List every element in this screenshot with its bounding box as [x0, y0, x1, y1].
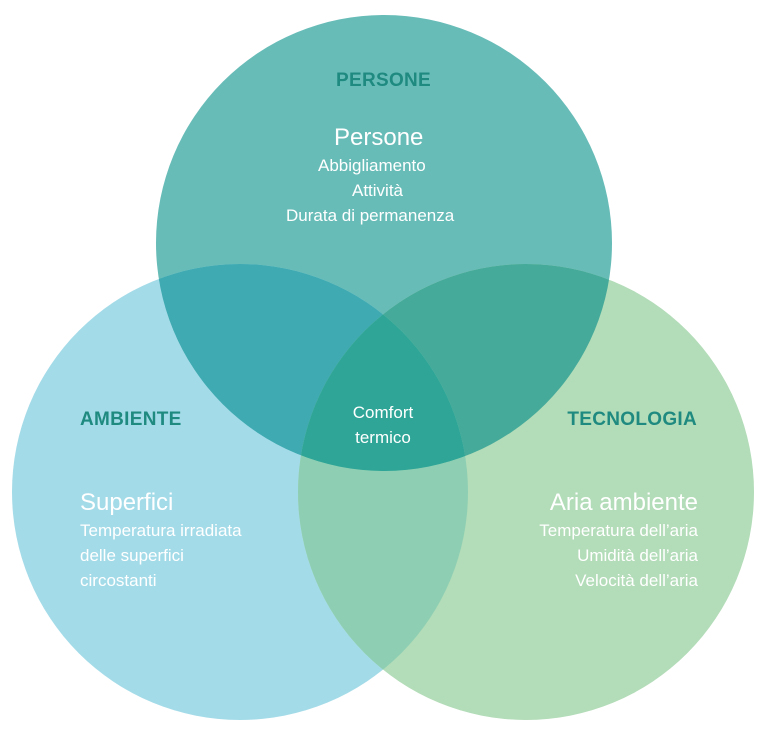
persone-item-1: Abbigliamento: [318, 156, 426, 175]
center-label-line1: Comfort: [352, 403, 414, 422]
center-label: Comfort termico: [323, 400, 443, 450]
tecnologia-heading: Aria ambiente: [549, 489, 698, 516]
persone-item-3: Durata di permanenza: [286, 206, 455, 225]
ambiente-item-3: circostanti: [80, 571, 157, 590]
persone-category-label: PERSONE: [336, 70, 432, 91]
ambiente-item-2: delle superfici: [80, 546, 184, 565]
ambiente-item-1: Temperatura irradiata: [80, 521, 242, 540]
tecnologia-item-1: Temperatura dell’aria: [539, 521, 698, 540]
tecnologia-item-3: Velocità dell’aria: [575, 571, 698, 590]
ambiente-category-label: AMBIENTE: [80, 409, 182, 430]
tecnologia-category-label: TECNOLOGIA: [567, 409, 697, 430]
persone-item-2: Attività: [352, 181, 404, 200]
overlap-center: [298, 264, 468, 471]
center-label-line2: termico: [355, 428, 411, 447]
persone-heading: Persone: [334, 124, 424, 151]
ambiente-heading: Superfici: [80, 489, 174, 516]
tecnologia-item-2: Umidità dell’aria: [577, 546, 698, 565]
